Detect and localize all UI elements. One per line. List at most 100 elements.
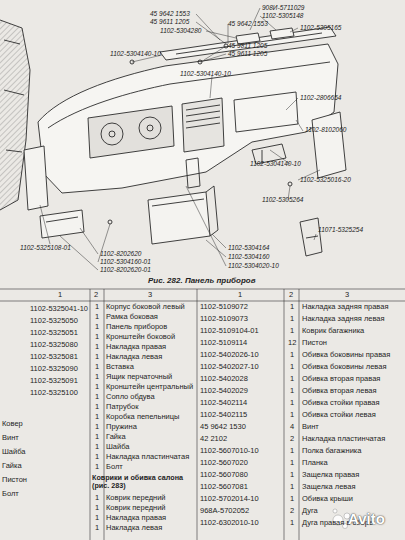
part-name-cell: Пистон [302, 339, 327, 348]
part-name-cell: Накладка задняя левая [302, 315, 385, 324]
part-name-cell: Кронштейн центральный [106, 383, 193, 392]
part-name-cell: Накладка правая [106, 343, 166, 352]
part-number-cell: 1102-5607080 [200, 471, 248, 480]
part-name-cell: Накладка правая [106, 514, 166, 523]
quantity-cell: 1 [95, 433, 99, 442]
drawing-stroke [60, 236, 98, 270]
quantity-cell: 2 [290, 507, 294, 516]
quantity-cell: 1 [95, 463, 99, 472]
quantity-cell: 1 [290, 327, 294, 336]
part-name-cell: Защелка левая [302, 483, 355, 492]
quantity-cell: 1 [290, 519, 294, 528]
callout-number: 1102-5304160-01 [100, 258, 151, 265]
column-number: 2 [289, 291, 293, 300]
quantity-cell: 1 [95, 383, 99, 392]
part-name-cell: Обивка вторая правая [302, 375, 380, 384]
quantity-cell: 1 [95, 453, 99, 462]
drawing-stroke [24, 146, 48, 210]
drawing-stroke [299, 289, 300, 540]
quantity-cell: 1 [95, 343, 99, 352]
callout-number: 1102-5305165 [300, 24, 341, 31]
drawing-stroke [314, 234, 316, 240]
quantity-cell: 1 [290, 375, 294, 384]
drawing-stroke [109, 131, 115, 137]
quantity-cell: 1 [290, 459, 294, 468]
quantity-cell: 1 [290, 363, 294, 372]
quantity-cell: 1 [290, 411, 294, 420]
column-number: 1 [238, 291, 242, 300]
part-number-cell: 1102-5402115 [200, 411, 247, 420]
quantity-cell: 1 [95, 313, 99, 322]
part-number-cell: 1102-5325091 [30, 377, 78, 386]
quantity-cell: 12 [288, 339, 296, 348]
quantity-cell: 1 [95, 423, 99, 432]
part-name-cell: Накладка левая [106, 353, 162, 362]
part-name-cell: Обивка боковины левая [302, 363, 386, 372]
part-name-cell: Защелка правая [302, 471, 359, 480]
drawing-stroke [206, 31, 236, 38]
part-name-cell: Сопло обдува [106, 393, 155, 402]
drawing-stroke [139, 117, 161, 139]
part-number-cell: 1102-5402028 [200, 375, 248, 384]
drawing-stroke [40, 205, 50, 244]
callout-number: 1102-5304140-10 [180, 70, 231, 77]
quantity-cell: 1 [95, 524, 99, 533]
drawing-stroke [197, 289, 198, 540]
callout-number: 45 9811 1205 [228, 42, 267, 49]
callout-number: 45 9642 1553 [150, 10, 190, 17]
part-name-cell: Ковер [2, 420, 23, 429]
quantity-cell: 1 [290, 303, 294, 312]
drawing-stroke [90, 289, 91, 540]
part-name-cell: Накладка задняя правая [302, 303, 388, 312]
callout-number: 1102-5304160 [228, 253, 269, 260]
part-name-cell: Шайба [106, 443, 130, 452]
quantity-cell: 1 [95, 353, 99, 362]
part-number-cell: 1102-5607020 [200, 459, 248, 468]
quantity-cell: 1 [290, 471, 294, 480]
callout-number: 1102-5325108-01 [20, 244, 71, 251]
drawing-stroke [182, 98, 224, 152]
callout-number: 45 9642 1553 [228, 20, 268, 27]
part-name-cell: Винт [302, 423, 319, 432]
quantity-cell: 1 [95, 443, 99, 452]
callout-number: 908И-5711029 [262, 4, 304, 11]
quantity-cell: 1 [95, 514, 99, 523]
part-name-cell: Шайба [2, 448, 26, 457]
part-name-cell: Коврик передний [106, 504, 166, 513]
part-name-cell: Винт [2, 434, 19, 443]
callout-number: 1102-2806654 [300, 94, 341, 101]
quantity-cell: 1 [95, 373, 99, 382]
callout-number: 1102-5305148 [262, 12, 303, 19]
part-number-cell: 1102-6302010-10 [200, 519, 259, 528]
drawing-stroke [0, 20, 30, 210]
part-name-cell: Корпус боковой левый [106, 303, 185, 312]
drawing-stroke [288, 182, 292, 186]
part-name-cell: Обивка боковины правая [302, 351, 390, 360]
drawing-stroke [152, 186, 218, 236]
drawing-stroke [204, 46, 226, 60]
drawing-stroke [290, 28, 298, 32]
callout-number: 45 9611 1205 [150, 18, 189, 25]
quantity-cell: 1 [290, 387, 294, 396]
part-number-cell: 42 2102 [200, 435, 227, 444]
callout-number: 1102-5304140-10 [250, 160, 301, 167]
drawing-stroke [333, 509, 337, 513]
drawing-stroke [296, 120, 303, 131]
part-name-cell: Накладка пластинчатая [106, 453, 189, 462]
part-number-cell: 1102-5325041-10 [30, 305, 88, 314]
drawing-stroke [200, 54, 226, 62]
part-name-cell: Вставка [106, 363, 134, 372]
part-name-cell: Пистон [2, 476, 27, 485]
quantity-cell: 1 [290, 483, 294, 492]
drawing-stroke [80, 228, 98, 254]
watermark: Avito [348, 510, 385, 527]
drawing-stroke [38, 44, 338, 193]
part-name-cell: Коробка пепельницы [106, 413, 179, 422]
drawing-stroke [186, 186, 226, 266]
section-heading: Коврики и обивка салона (рис. 283) [92, 474, 196, 491]
part-name-cell: Гайка [2, 462, 22, 471]
quantity-cell: 1 [95, 504, 99, 513]
part-number-cell: 968А-5702052 [200, 507, 249, 516]
drawing-stroke [284, 289, 285, 540]
part-name-cell: Патрубок [106, 403, 139, 412]
